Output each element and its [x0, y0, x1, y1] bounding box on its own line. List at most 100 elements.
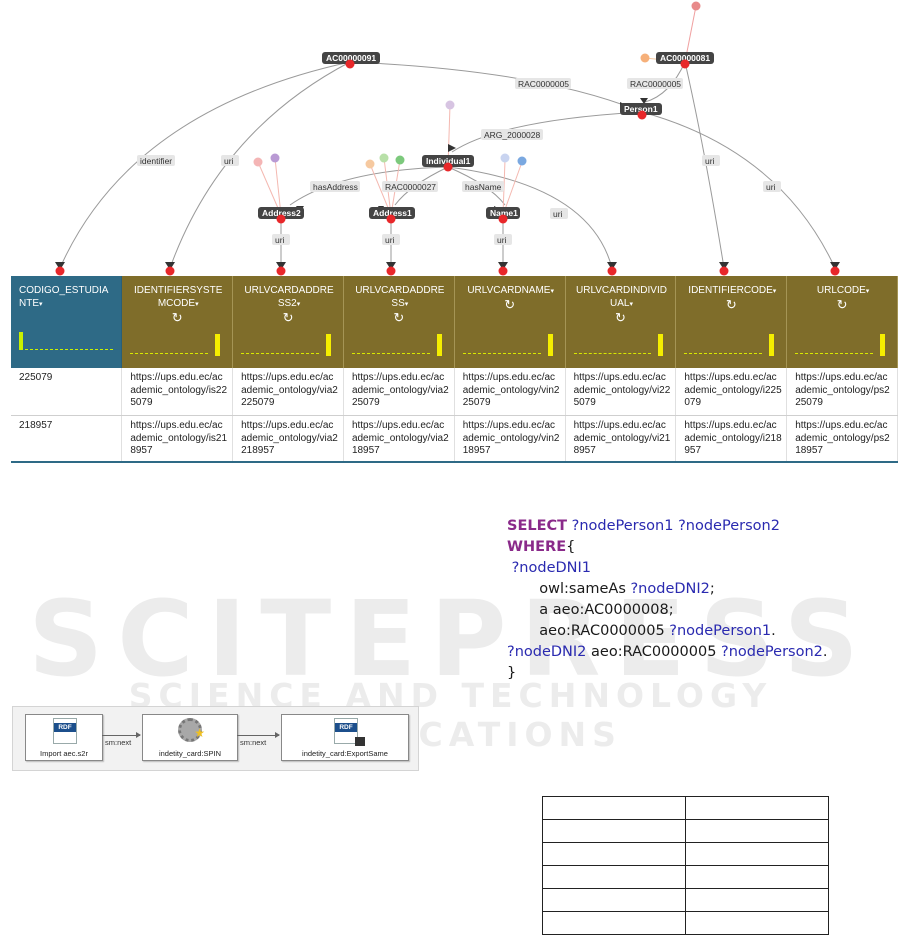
refresh-icon[interactable]: ↻: [171, 310, 183, 325]
refresh-icon[interactable]: ↻: [504, 297, 516, 312]
graph-node-person1[interactable]: Person1: [620, 103, 662, 115]
column-header-urlvcardaddress[interactable]: URLVCARDADDRESS▾ ↻: [343, 276, 455, 368]
svg-text:uri: uri: [705, 156, 715, 166]
arrow-icon: [237, 732, 280, 738]
graph-node-individual1[interactable]: Individual1: [422, 155, 474, 167]
column-header-codigo-estudiante[interactable]: CODIGO_ESTUDIANTE▾: [11, 276, 123, 368]
svg-text:RAC0000005: RAC0000005: [630, 79, 681, 89]
svg-text:uri: uri: [224, 156, 234, 166]
edge-label-arg: ARG_2000028: [481, 129, 543, 140]
graph-node-ac81[interactable]: AC00000081: [656, 52, 714, 64]
ontology-graph: RAC0000005 RAC0000005 ARG_2000028 identi…: [55, 1, 840, 276]
table-cell[interactable]: https://ups.edu.ec/academic_ontology/vin…: [454, 368, 566, 416]
table-cell[interactable]: https://ups.edu.ec/academic_ontology/ps2…: [786, 415, 898, 463]
var-node-person1: ?nodePerson1: [669, 623, 772, 639]
table-cell[interactable]: https://ups.edu.ec/academic_ontology/via…: [343, 368, 455, 416]
graph-node-address2[interactable]: Address2: [258, 207, 304, 219]
table-cell[interactable]: https://ups.edu.ec/academic_ontology/i22…: [675, 368, 788, 416]
svg-text:hasName: hasName: [465, 182, 502, 192]
graph-node-address1[interactable]: Address1: [369, 207, 415, 219]
table-cell[interactable]: https://ups.edu.ec/academic_ontology/is2…: [121, 368, 234, 416]
chevron-down-icon[interactable]: ▾: [195, 301, 199, 308]
svg-text:AC00000081: AC00000081: [660, 53, 710, 63]
refresh-icon[interactable]: ↻: [393, 310, 405, 325]
column-label: CODIGO_ESTUDIANTE: [19, 285, 109, 309]
table-cell[interactable]: https://ups.edu.ec/academic_ontology/i21…: [675, 415, 788, 463]
graph-node-name1[interactable]: Name1: [486, 207, 520, 219]
svg-text:Name1: Name1: [490, 208, 518, 218]
table-cell[interactable]: https://ups.edu.ec/academic_ontology/vi2…: [565, 368, 677, 416]
table-row: 225079 https://ups.edu.ec/academic_ontol…: [11, 368, 898, 416]
var-node-dni2: ?nodeDNI2: [630, 581, 710, 597]
refresh-icon[interactable]: ↻: [836, 297, 848, 312]
graph-node-ac91[interactable]: AC00000091: [322, 52, 380, 64]
table-row: [542, 888, 829, 912]
table-cell[interactable]: https://ups.edu.ec/academic_ontology/vin…: [454, 415, 566, 463]
svg-text:Address2: Address2: [262, 208, 301, 218]
svg-text:RAC0000005: RAC0000005: [518, 79, 569, 89]
select-keyword: SELECT: [507, 518, 568, 534]
column-header-urlvcardname[interactable]: URLVCARDNAME▾ ↻: [454, 276, 566, 368]
table-cell[interactable]: https://ups.edu.ec/academic_ontology/via…: [232, 368, 344, 416]
step-label: indetity_card:ExportSame: [302, 749, 388, 758]
predicate-rac: aeo:RAC0000005: [586, 644, 722, 660]
column-histogram: [573, 334, 668, 358]
table-row: [542, 865, 829, 889]
pipeline-step-export[interactable]: RDF indetity_card:ExportSame: [281, 714, 409, 761]
edge-label-uri-ac91: uri: [221, 155, 239, 166]
column-histogram: [684, 334, 778, 358]
table-cell[interactable]: https://ups.edu.ec/academic_ontology/is2…: [121, 415, 234, 463]
chevron-down-icon[interactable]: ▾: [39, 301, 43, 308]
column-header-urlvcardaddress2[interactable]: URLVCARDADDRESS2▾ ↻: [232, 276, 344, 368]
svg-text:uri: uri: [766, 182, 776, 192]
chevron-down-icon[interactable]: ▾: [296, 301, 301, 308]
column-header-identifiercode[interactable]: IDENTIFIERCODE▾ ↻: [675, 276, 788, 368]
svg-text:AC00000091: AC00000091: [326, 53, 376, 63]
table-cell: [685, 819, 829, 843]
where-keyword: WHERE: [507, 539, 567, 555]
column-histogram: [795, 334, 889, 358]
table-cell[interactable]: https://ups.edu.ec/academic_ontology/vi2…: [565, 415, 677, 463]
table-cell: [685, 888, 829, 912]
column-histogram: [241, 334, 335, 358]
chevron-down-icon[interactable]: ▾: [865, 288, 870, 295]
chevron-down-icon[interactable]: ▾: [629, 301, 633, 308]
step-label: Import aec.s2r: [40, 749, 88, 758]
refresh-icon[interactable]: ↻: [282, 310, 294, 325]
table-cell[interactable]: 218957: [11, 415, 123, 463]
table-cell[interactable]: https://ups.edu.ec/academic_ontology/via…: [343, 415, 455, 463]
table-cell[interactable]: 225079: [11, 368, 123, 416]
table-cell[interactable]: https://ups.edu.ec/academic_ontology/ps2…: [786, 368, 898, 416]
table-cell: [685, 865, 829, 889]
column-header-urlvcardindividual[interactable]: URLVCARDINDIVIDUAL▾ ↻: [565, 276, 677, 368]
svg-text:Individual1: Individual1: [426, 156, 471, 166]
pipeline-step-spin[interactable]: ★ indetity_card:SPIN: [142, 714, 238, 761]
svg-text:identifier: identifier: [140, 156, 172, 166]
table-cell: [685, 911, 829, 935]
column-header-urlcode[interactable]: URLCODE▾ ↻: [786, 276, 898, 368]
table-cell: [542, 819, 686, 843]
column-header-identifiersystemcode[interactable]: IDENTIFIERSYSTEMCODE▾ ↻: [121, 276, 234, 368]
svg-text:Address1: Address1: [373, 208, 412, 218]
refresh-icon[interactable]: ↻: [615, 310, 626, 325]
edge-label-rac27: RAC0000027: [382, 181, 438, 192]
dot: .: [822, 644, 828, 660]
chevron-down-icon[interactable]: ▾: [550, 288, 554, 295]
table-row: [542, 796, 829, 820]
watermark-title: SCITEPRESS: [28, 578, 873, 700]
pipeline-step-import[interactable]: RDF Import aec.s2r: [25, 714, 103, 761]
table-cell[interactable]: https://ups.edu.ec/academic_ontology/via…: [232, 415, 344, 463]
svg-text:uri: uri: [385, 235, 395, 245]
dot: .: [771, 623, 776, 639]
chevron-down-icon[interactable]: ▾: [772, 288, 777, 295]
brace-close: }: [507, 665, 517, 681]
table-cell: [685, 842, 829, 866]
column-label: URLCODE: [816, 285, 866, 296]
refresh-icon[interactable]: ↻: [725, 297, 737, 312]
chevron-down-icon[interactable]: ▾: [404, 301, 409, 308]
svg-text:uri: uri: [553, 209, 563, 219]
edge-label-uri-ac81: uri: [702, 155, 720, 166]
edge-label-next: sm:next: [105, 738, 132, 747]
save-disk-icon: [355, 737, 366, 746]
data-grid: CODIGO_ESTUDIANTE▾ IDENTIFIERSYSTEMCODE▾…: [11, 276, 898, 463]
